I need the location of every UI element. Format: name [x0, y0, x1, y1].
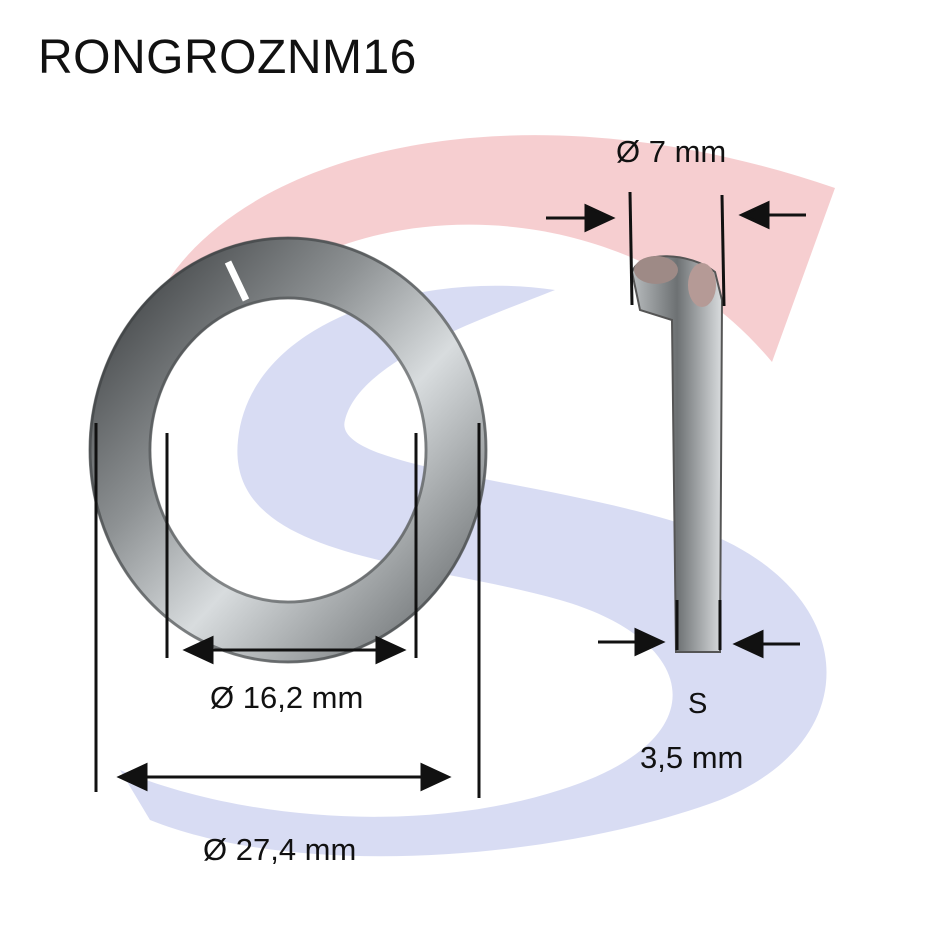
inner-diameter-label: Ø 16,2 mm [210, 680, 364, 715]
outer-diameter-label: Ø 27,4 mm [203, 832, 357, 867]
thickness-symbol-label: S [688, 688, 708, 720]
section-extension-left [628, 191, 634, 306]
logo-blue-s [120, 285, 827, 857]
product-code-title: RONGROZNM16 [38, 31, 417, 84]
logo-red-arc [165, 135, 835, 362]
dimension-lines [94, 191, 806, 798]
section-extension-right [720, 194, 726, 307]
watermark-logo [120, 135, 835, 857]
washer-split-gap [224, 260, 250, 302]
washer-front-view [88, 236, 488, 664]
thickness-value-label: 3,5 mm [640, 740, 744, 775]
section-width-label: Ø 7 mm [616, 134, 727, 169]
washer-side-view [630, 255, 724, 653]
